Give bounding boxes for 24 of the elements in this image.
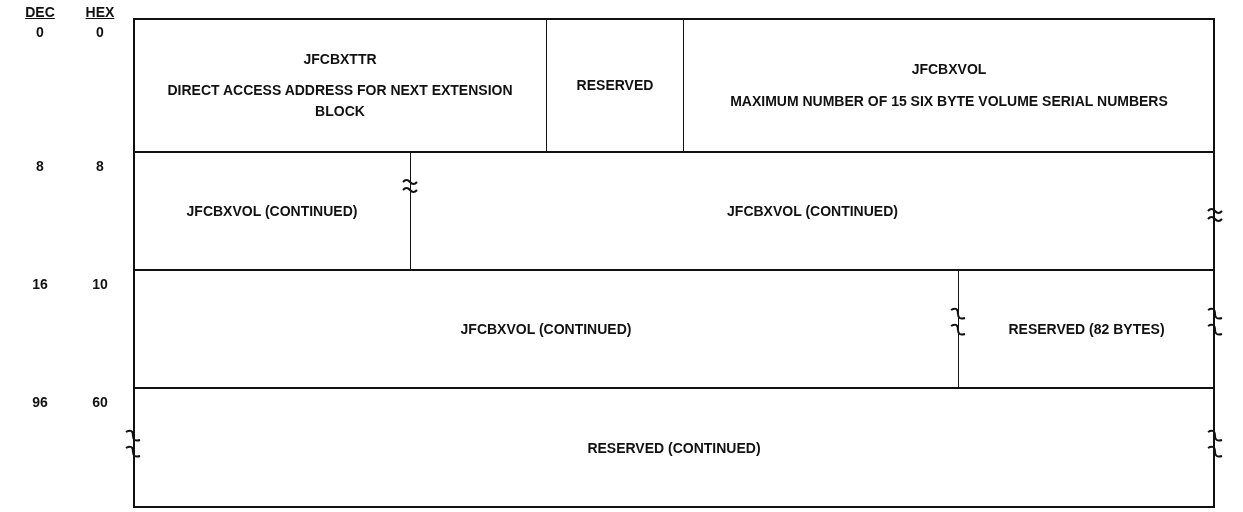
- offset-label: 96: [31, 394, 49, 410]
- field-label: JFCBXVOL (CONTINUED): [460, 319, 632, 339]
- field-label: RESERVED: [576, 75, 654, 95]
- offset-label: 8: [95, 158, 105, 174]
- offset-label: 60: [91, 394, 109, 410]
- field-label: JFCBXVOL (CONTINUED): [186, 201, 358, 221]
- offset-label: 10: [91, 276, 109, 292]
- offset-label: 8: [35, 158, 45, 174]
- field-label: JFCBXVOL (CONTINUED): [727, 201, 898, 221]
- column-header: DEC: [24, 4, 56, 20]
- field-label: RESERVED (CONTINUED): [587, 438, 761, 458]
- field-cell: [958, 270, 1215, 388]
- offset-label: 0: [35, 24, 45, 40]
- field-cell: [133, 152, 411, 270]
- offset-label: 16: [31, 276, 49, 292]
- column-header: HEX: [84, 4, 116, 20]
- field-cell: [133, 270, 959, 388]
- offset-label: 0: [95, 24, 105, 40]
- field-label: RESERVED (82 BYTES): [1008, 319, 1165, 339]
- field-name: JFCBXTTR: [303, 50, 377, 70]
- field-description: DIRECT ACCESS ADDRESS FOR NEXT EXTENSION BLOCK: [166, 81, 514, 121]
- field-name: JFCBXVOL: [911, 60, 987, 80]
- field-cell: [410, 152, 1215, 270]
- field-description: MAXIMUM NUMBER OF 15 SIX BYTE VOLUME SERIAL NUMBERS: [730, 91, 1168, 111]
